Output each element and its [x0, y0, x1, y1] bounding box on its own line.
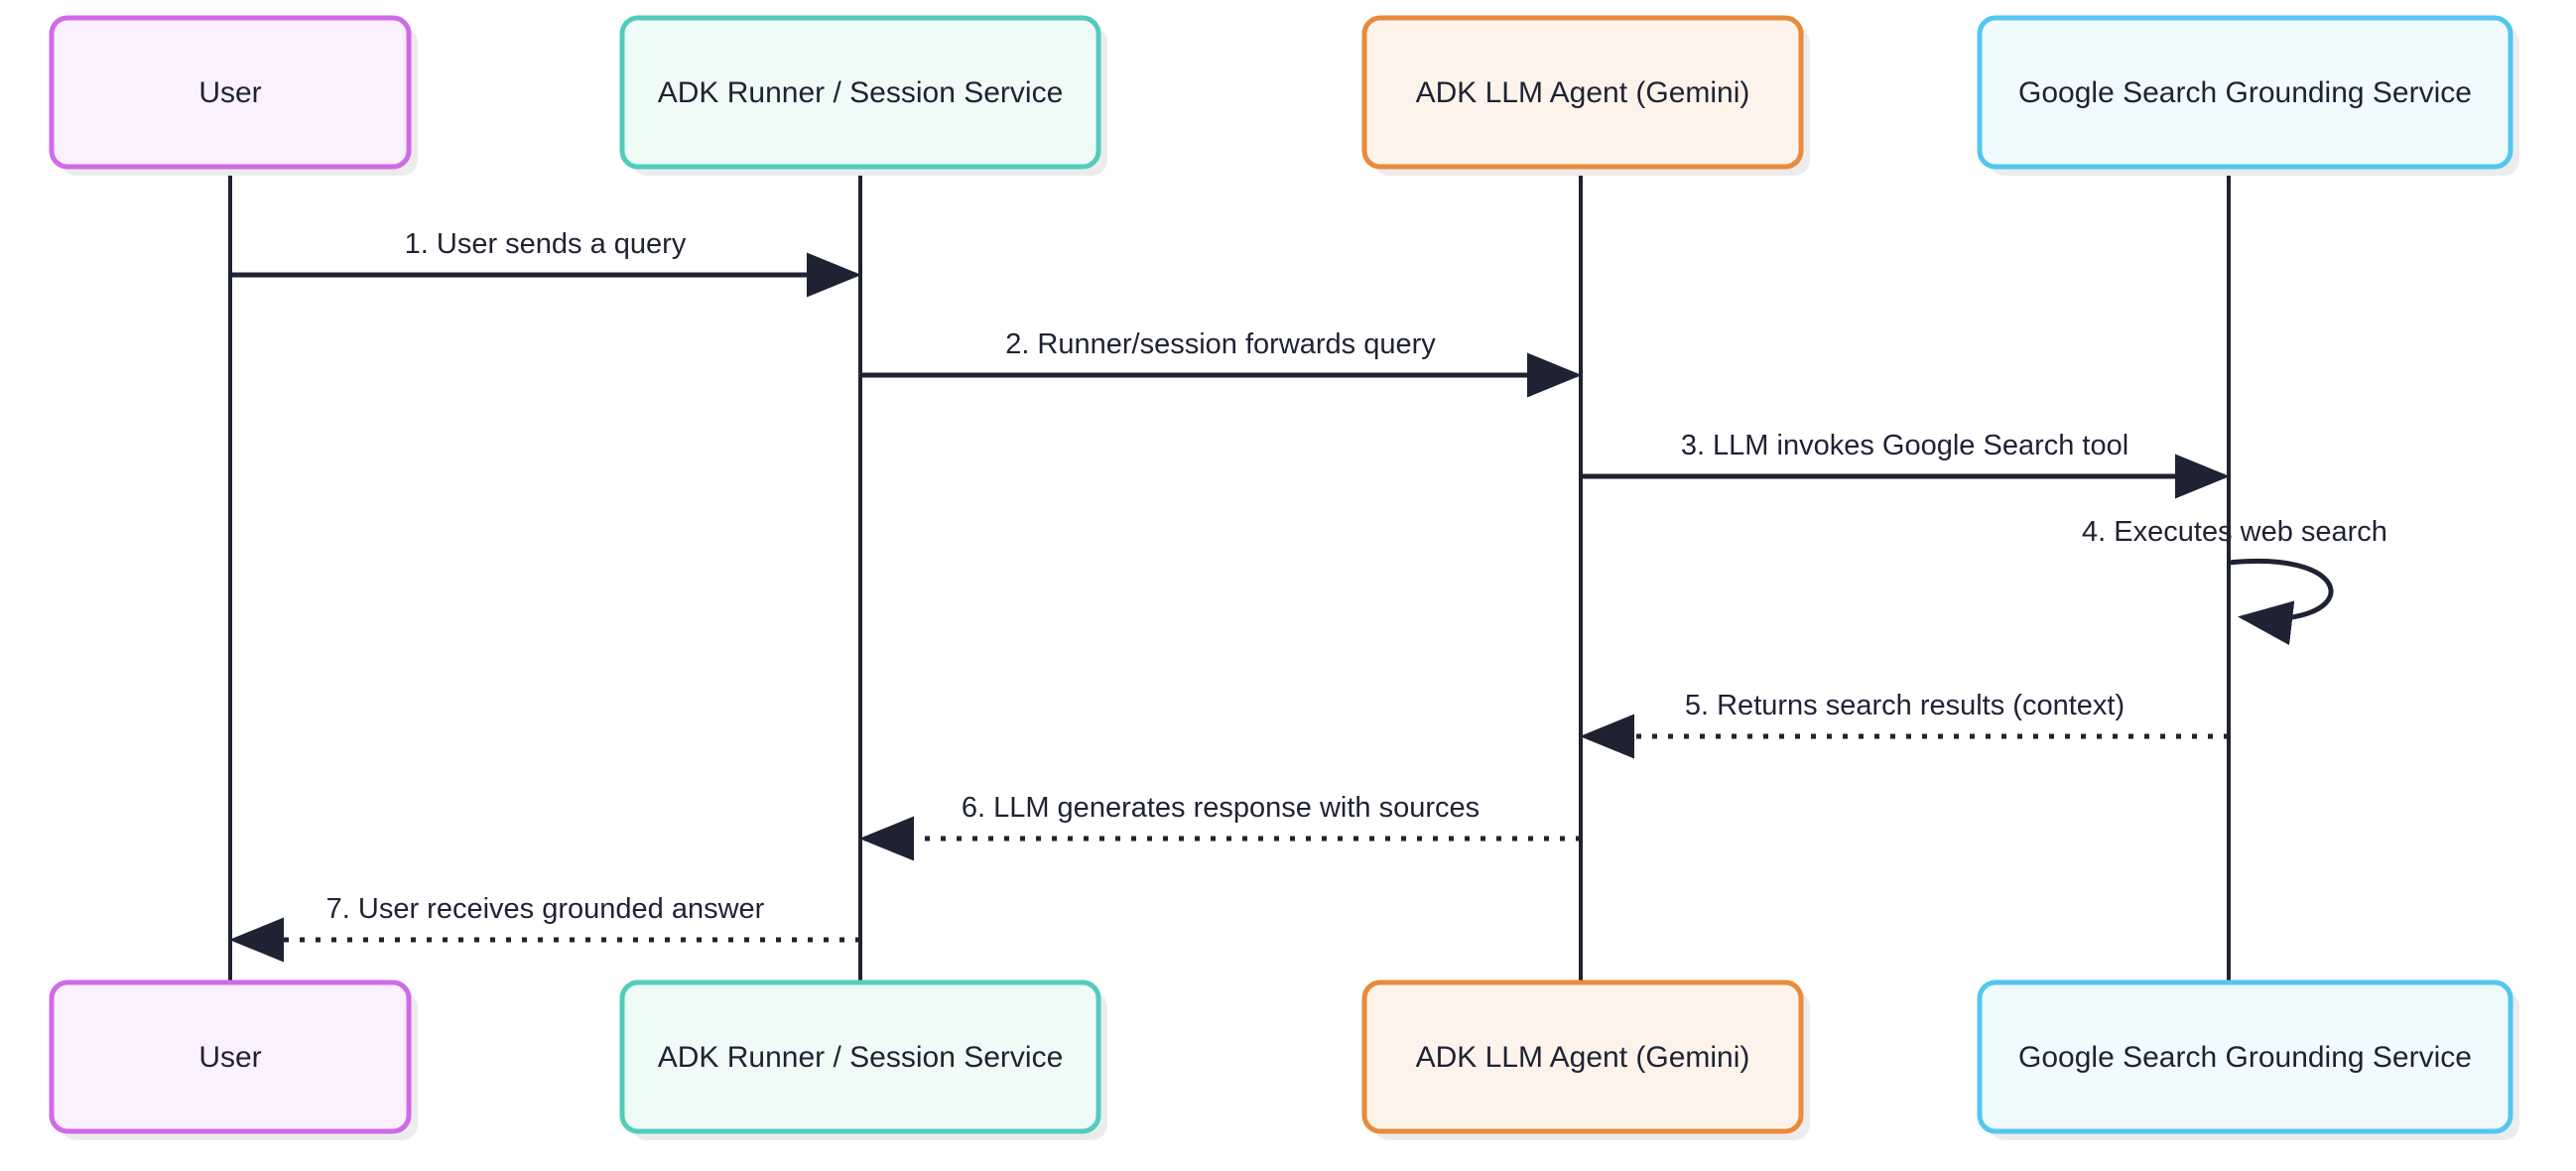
actor-box-agent-bottom[interactable] — [1361, 979, 1804, 1134]
lifelines-group — [228, 167, 2231, 982]
actor-box-runner-bottom[interactable] — [619, 979, 1101, 1134]
actor-label-runner-top: ADK Runner / Session Service — [658, 76, 1064, 109]
actor-boxes-bottom-group: User ADK Runner / Session Service ADK LLM … — [49, 979, 2519, 1140]
message-label-2: 2. Runner/session forwards query — [1005, 328, 1436, 360]
message-arrow-4 — [2228, 559, 2334, 646]
actor-box-user-top[interactable] — [49, 15, 412, 170]
actor-box-search-bottom[interactable] — [1977, 979, 2513, 1134]
actor-label-user-top: User — [198, 76, 261, 109]
actor-box-search-top[interactable] — [1977, 15, 2513, 170]
message-label-7: 7. User receives grounded answer — [326, 893, 765, 925]
actor-boxes-top-group: User ADK Runner / Session Service ADK LLM … — [49, 15, 2519, 176]
message-label-6: 6. LLM generates response with sources — [962, 792, 1480, 824]
actor-label-search-bottom: Google Search Grounding Service — [2018, 1041, 2472, 1074]
actor-box-runner-top[interactable] — [619, 15, 1101, 170]
actor-label-agent-bottom: ADK LLM Agent (Gemini) — [1416, 1041, 1750, 1074]
actor-label-agent-top: ADK LLM Agent (Gemini) — [1416, 76, 1750, 109]
actor-box-user-bottom[interactable] — [49, 979, 412, 1134]
actor-label-user-bottom: User — [198, 1041, 261, 1074]
message-label-5: 5. Returns search results (context) — [1685, 690, 2125, 721]
message-label-4: 4. Executes web search — [2082, 516, 2387, 548]
message-label-3: 3. LLM invokes Google Search tool — [1681, 430, 2128, 461]
actor-label-search-top: Google Search Grounding Service — [2018, 76, 2472, 109]
actor-box-agent-top[interactable] — [1361, 15, 1804, 170]
messages-group: 1. User sends a query 2. Runner/session f… — [229, 228, 2387, 963]
actor-label-runner-bottom: ADK Runner / Session Service — [658, 1041, 1064, 1074]
message-label-1: 1. User sends a query — [405, 228, 687, 260]
